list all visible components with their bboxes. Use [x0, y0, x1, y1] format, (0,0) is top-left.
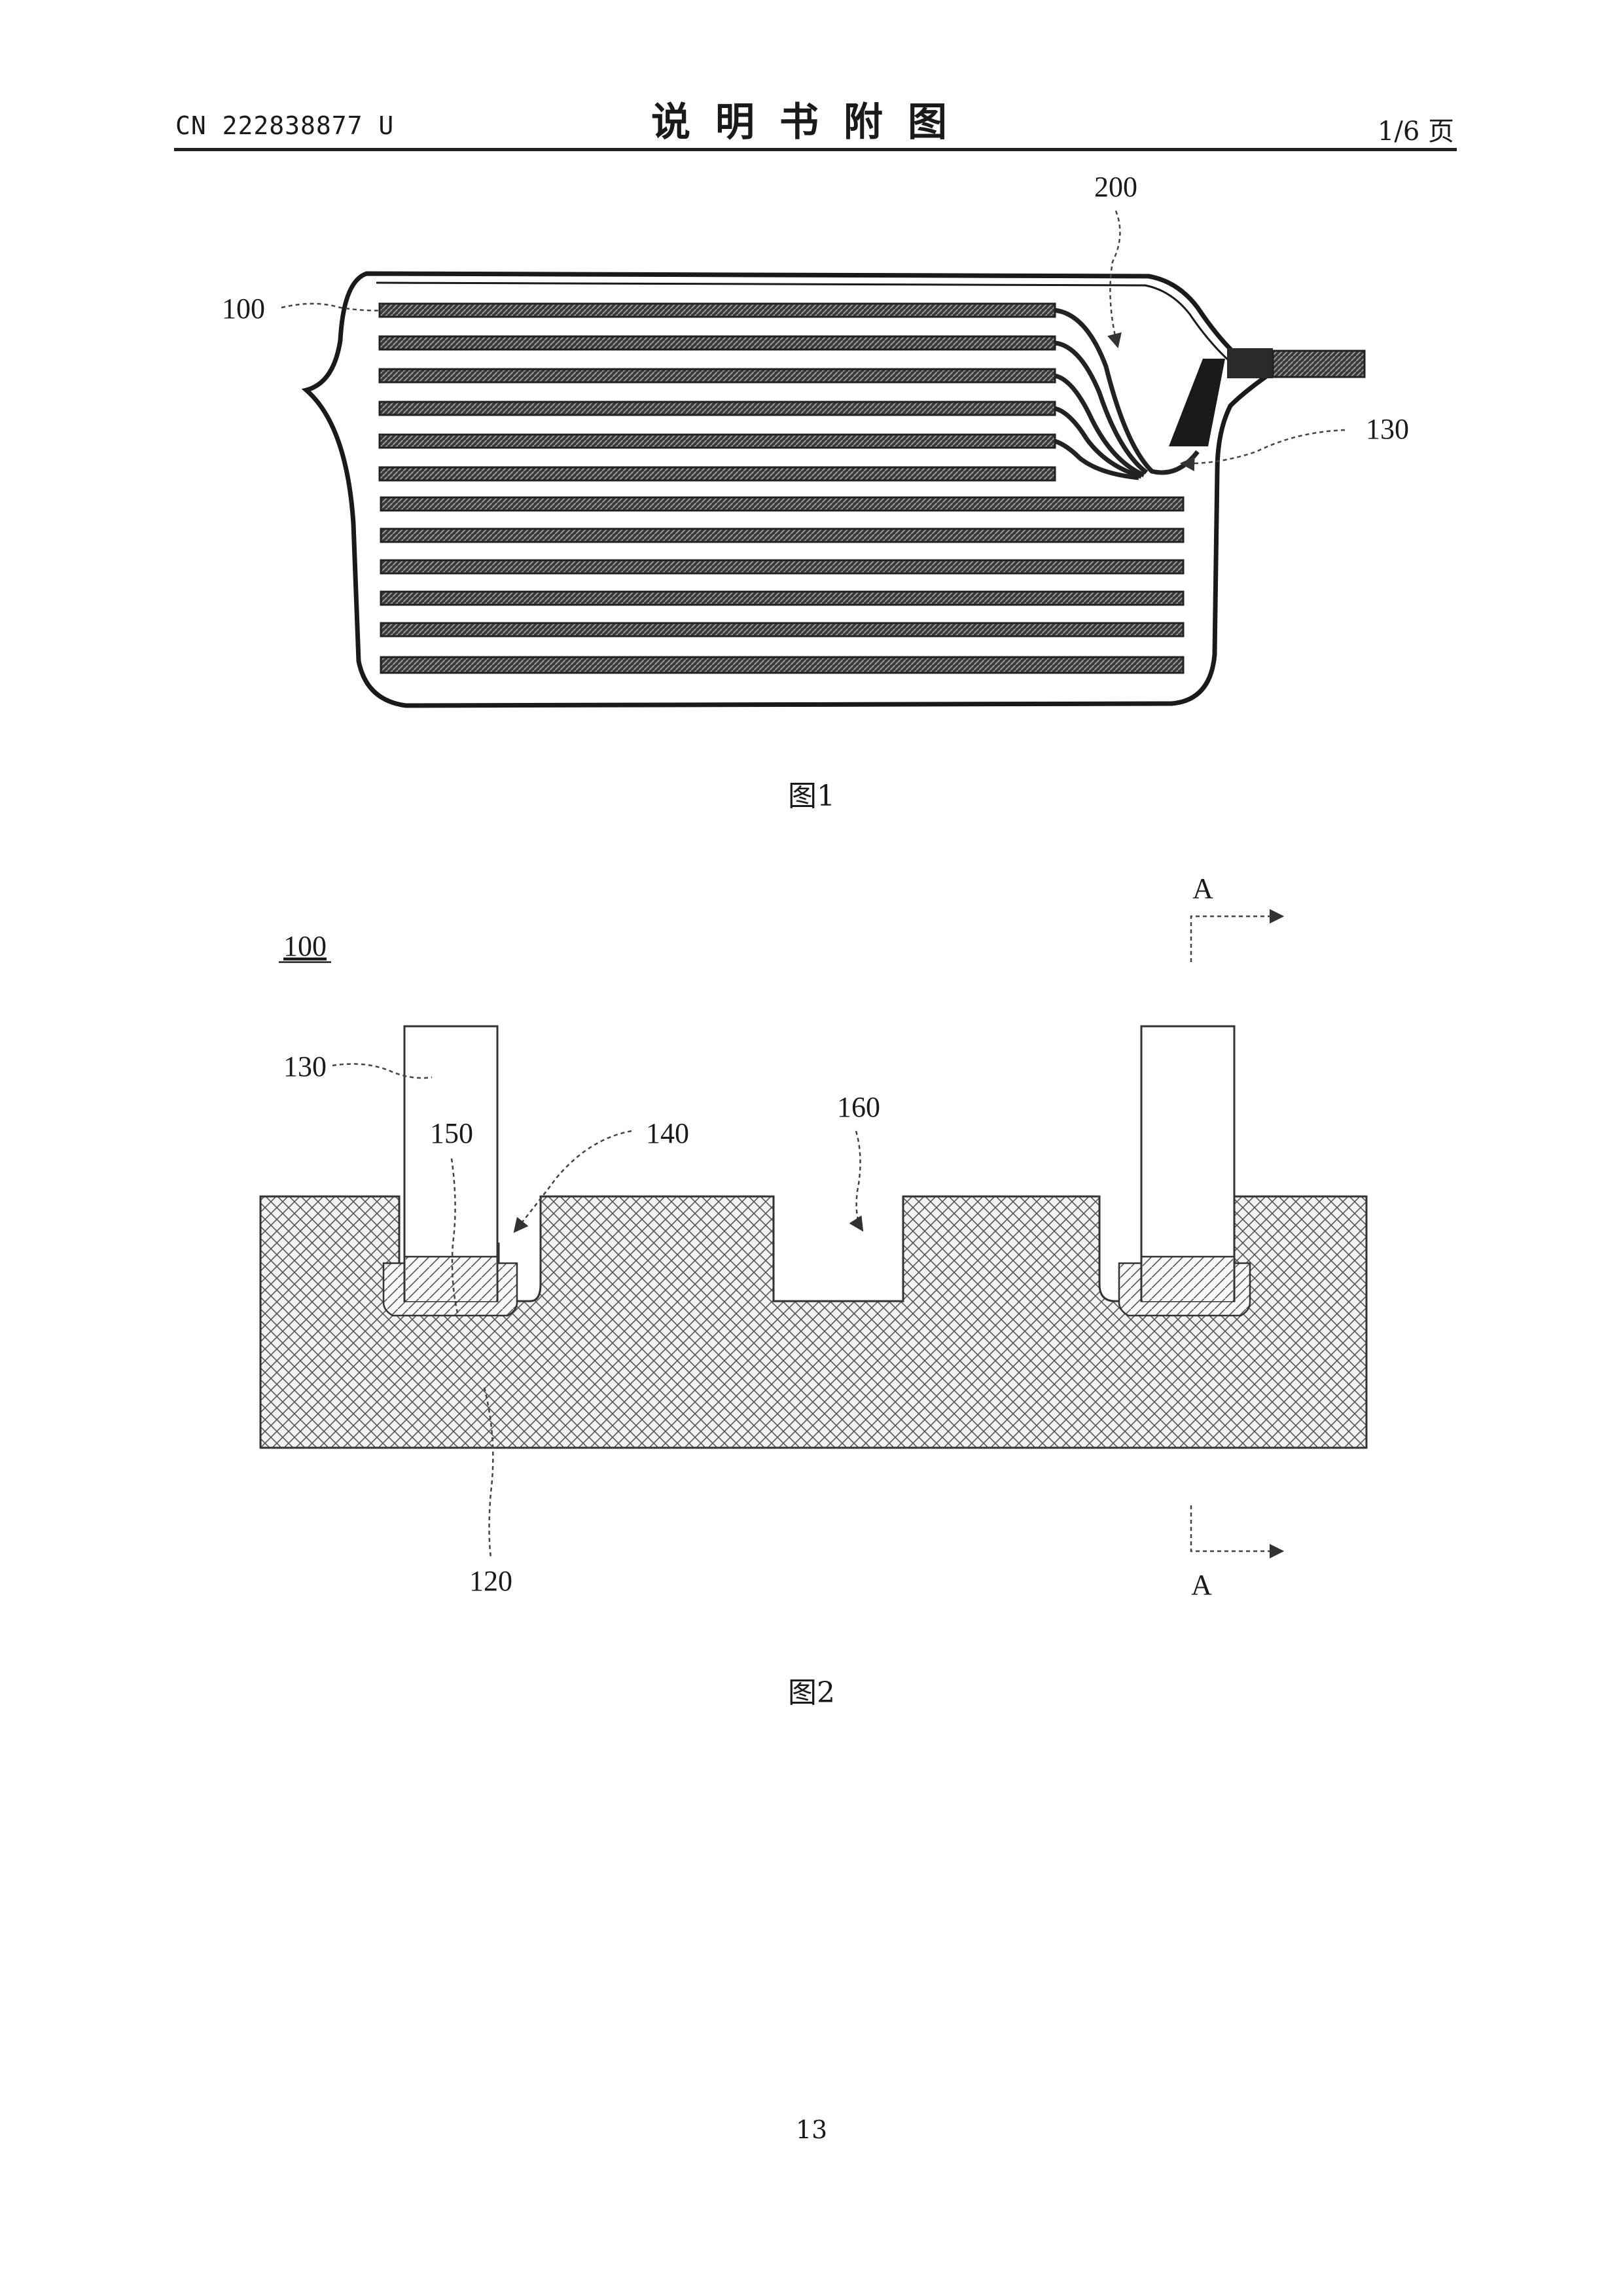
label-weld-zone: 150 [430, 1117, 473, 1149]
figure-1-caption: 图1 [0, 772, 1623, 814]
label-tab: 130 [1366, 413, 1409, 445]
label-assembly: 100 [283, 930, 327, 962]
label-section-top: A [1192, 872, 1213, 905]
electrode-strips-short [380, 304, 1198, 480]
figure-1: 200 100 130 [222, 171, 1409, 706]
label-groove: 140 [646, 1117, 689, 1149]
label-section-bottom: A [1191, 1569, 1212, 1601]
label-pouch: 200 [1094, 171, 1137, 203]
page-number: 13 [0, 2115, 1623, 2144]
label-tab: 130 [283, 1050, 327, 1083]
electrode-strips-long [381, 497, 1183, 673]
label-electrode-assembly: 100 [222, 293, 265, 325]
figure-2: 100 130 150 140 160 120 A A [260, 872, 1366, 1601]
label-recess: 160 [837, 1091, 880, 1123]
tab-terminal [1169, 348, 1364, 446]
figure-2-caption: 图2 [0, 1669, 1623, 1711]
label-current-collector: 120 [469, 1565, 512, 1597]
